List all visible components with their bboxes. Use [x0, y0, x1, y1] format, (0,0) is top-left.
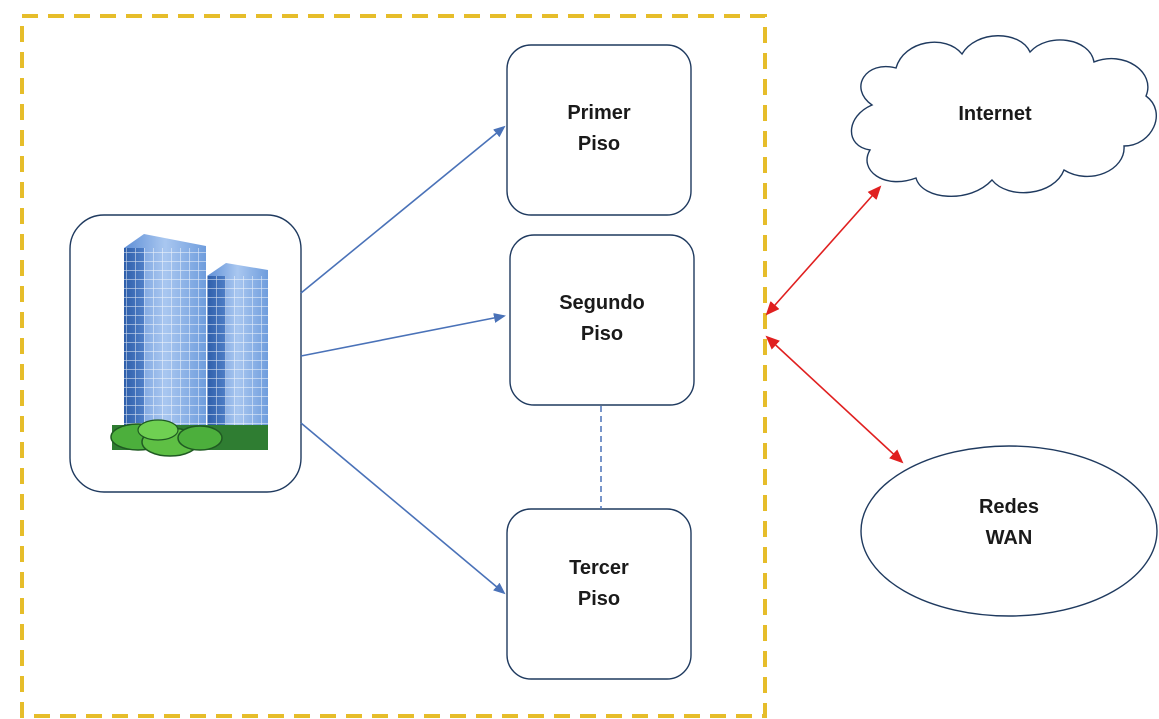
floor-label-segundo: Segundo Piso: [510, 288, 694, 350]
internet-label-line1: Internet: [958, 103, 1032, 125]
office-building-icon: [110, 234, 268, 457]
wan-label-line1: Redes: [978, 496, 1040, 518]
site-boundary: [20, 14, 767, 718]
floor-label-segundo-line2: Piso: [580, 323, 624, 345]
wan-ellipse: [860, 445, 1158, 617]
floor-label-tercer-line2: Piso: [577, 588, 621, 610]
floor-label-primer: Primer Piso: [507, 98, 691, 160]
building-node: [69, 214, 302, 493]
floor-label-tercer-line1: Tercer: [569, 557, 629, 579]
wan-label: Redes WAN: [914, 492, 1104, 554]
internet-cloud: [850, 35, 1157, 198]
arrow-to-tercer: [300, 422, 506, 595]
arrow-to-primer: [300, 125, 506, 294]
floor-label-primer-line1: Primer: [567, 102, 631, 124]
link-boundary-wan: [765, 335, 904, 464]
internet-label: Internet: [900, 99, 1090, 130]
floor-box-segundo: [509, 234, 695, 406]
floor-label-primer-line2: Piso: [577, 133, 621, 155]
floor-label-tercer: Tercer Piso: [507, 553, 691, 615]
floor-label-segundo-line1: Segundo: [559, 292, 645, 314]
wan-label-line2: WAN: [985, 527, 1033, 549]
floor-box-primer: [506, 44, 692, 216]
arrow-to-segundo: [300, 313, 506, 357]
floor-box-tercer: [506, 508, 692, 680]
link-boundary-internet: [765, 185, 882, 316]
